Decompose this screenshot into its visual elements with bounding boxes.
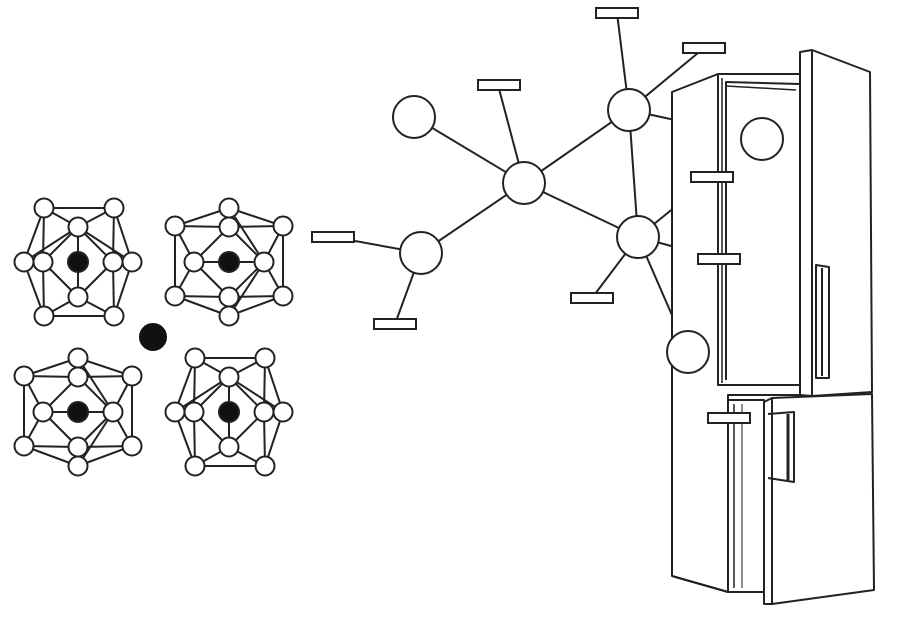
atom-node — [67, 455, 89, 477]
cluster-bond — [77, 226, 133, 263]
atom-node — [33, 197, 55, 219]
cluster-bond — [77, 357, 114, 413]
atom-node — [399, 231, 443, 275]
atom-node — [740, 117, 784, 161]
atom-node — [502, 161, 546, 205]
cluster-bond — [174, 376, 230, 413]
atom-node — [13, 251, 35, 273]
fridge-shelf — [725, 85, 797, 91]
atom-node — [33, 305, 55, 327]
atom-node — [121, 365, 143, 387]
atom-node — [254, 347, 276, 369]
cluster-bond — [228, 207, 265, 263]
atom-node — [32, 251, 54, 273]
atom-node — [183, 251, 205, 273]
terminal-bar — [311, 231, 355, 243]
atom-node — [164, 215, 186, 237]
refrigerator-icon — [671, 49, 875, 605]
terminal-bar — [373, 318, 417, 330]
molecule-cluster-icon — [164, 197, 294, 327]
terminal-bar — [595, 7, 639, 19]
central-atom — [218, 401, 240, 423]
atom-node — [218, 197, 240, 219]
fridge-base — [671, 575, 729, 593]
cluster-bond — [228, 376, 284, 413]
atom-node — [67, 286, 89, 308]
atom-node — [253, 401, 275, 423]
atom-node — [102, 401, 124, 423]
atom-node — [103, 305, 125, 327]
atom-node — [392, 95, 436, 139]
atom-node — [253, 251, 275, 273]
molecule-cluster-icon — [13, 347, 143, 477]
central-atom — [67, 251, 89, 273]
terminal-bar — [697, 253, 741, 265]
atom-node — [13, 365, 35, 387]
atom-node — [183, 401, 205, 423]
molecule-clusters — [13, 197, 294, 477]
atom-node — [616, 215, 660, 259]
atom-node — [32, 401, 54, 423]
atom-node — [218, 305, 240, 327]
atom-node — [272, 401, 294, 423]
atom-node — [218, 216, 240, 238]
atom-node — [121, 251, 143, 273]
atom-node — [218, 286, 240, 308]
cluster-bond — [228, 261, 265, 317]
atom-node — [121, 435, 143, 457]
atom-node — [67, 347, 89, 369]
molecule-network-nodes — [311, 7, 784, 424]
atom-node — [666, 330, 710, 374]
atom-node — [102, 251, 124, 273]
terminal-bar — [707, 412, 751, 424]
fridge-door-top — [799, 49, 873, 397]
terminal-bar — [682, 42, 726, 54]
molecule-cluster-icon — [164, 347, 294, 477]
atom-node — [184, 455, 206, 477]
atom-node — [607, 88, 651, 132]
molecule-cluster-icon — [13, 197, 143, 327]
particle-dot-icon — [139, 323, 167, 351]
atom-node — [67, 436, 89, 458]
atom-node — [272, 215, 294, 237]
atom-node — [164, 285, 186, 307]
atom-node — [218, 436, 240, 458]
terminal-bar — [690, 171, 734, 183]
fridge-handle-bottom — [767, 411, 795, 483]
central-atom — [67, 401, 89, 423]
terminal-bar — [570, 292, 614, 304]
cluster-bond — [23, 226, 79, 263]
atom-node — [67, 216, 89, 238]
atom-node — [218, 366, 240, 388]
atom-node — [272, 285, 294, 307]
atom-node — [67, 366, 89, 388]
atom-node — [184, 347, 206, 369]
atom-node — [103, 197, 125, 219]
central-atom — [218, 251, 240, 273]
atom-node — [13, 435, 35, 457]
cluster-bond — [77, 411, 114, 467]
fridge-door-bottom — [763, 393, 875, 605]
terminal-bar — [477, 79, 521, 91]
atom-node — [164, 401, 186, 423]
atom-node — [254, 455, 276, 477]
